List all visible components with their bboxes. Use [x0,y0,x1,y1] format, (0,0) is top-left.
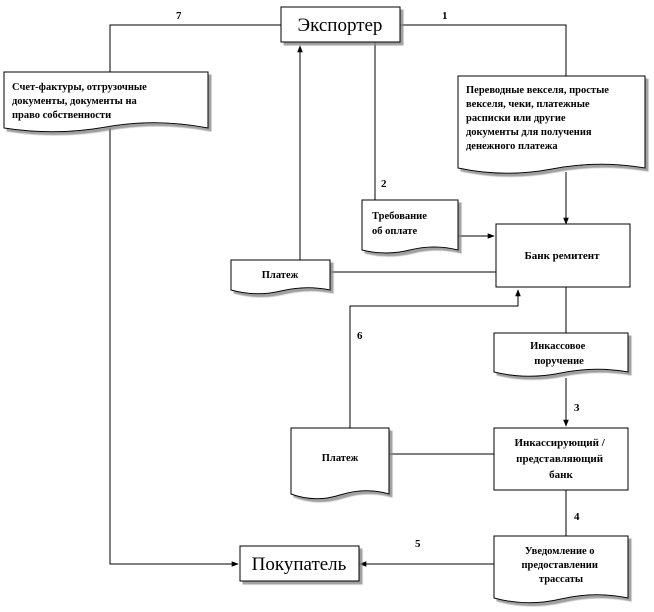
payment-request-text: Требование об оплате [372,211,430,237]
node-remitting-bank: Банк ремитент [495,223,631,288]
step-4: 4 [574,511,580,523]
payment-lower-text: Платеж [322,453,359,464]
invoice-docs-text: Счет-фактуры, отгрузочные документы, док… [12,82,149,121]
doc-invoices: Счет-фактуры, отгрузочные документы, док… [3,71,209,133]
flow-line-6 [349,289,521,428]
node-exporter: Экспортер [280,6,401,43]
flow-line-7 [109,24,281,72]
collection-order-text: Инкассовое поручение [530,341,588,367]
flow-line-1 [400,24,567,76]
step-numbers: 1 2 3 4 5 6 7 [176,10,580,550]
draft-notice-text: Уведомление о предоставлении трассаты [521,546,600,585]
bills-docs-text: Переводные векселя, простые векселя, чек… [466,85,612,152]
buyer-label: Покупатель [252,554,347,575]
node-collecting-bank: Инкассирующий / представляющий банк [493,427,629,491]
payment-upper-text: Платеж [262,270,299,281]
step-5: 5 [415,538,421,550]
step-6: 6 [357,330,363,342]
doc-collection-order: Инкассовое поручение [493,332,629,377]
remitting-bank-label: Банк ремитент [524,250,600,262]
step-1: 1 [442,10,448,22]
doc-bills: Переводные векселя, простые векселя, чек… [457,75,646,174]
node-buyer: Покупатель [239,545,360,582]
doc-draft-notice: Уведомление о предоставлении трассаты [493,535,629,604]
exporter-label: Экспортер [298,15,383,36]
doc-payment-request: Требование об оплате [361,199,459,254]
doc-payment-upper: Платеж [230,259,331,295]
step-3: 3 [574,402,580,414]
doc-payment-lower: Платеж [290,427,390,500]
collecting-bank-label: Инкассирующий / представляющий банк [514,437,607,481]
step-2: 2 [381,178,387,190]
connectors [109,24,569,567]
step-7: 7 [176,10,182,22]
flow-line-7-down [109,128,239,567]
